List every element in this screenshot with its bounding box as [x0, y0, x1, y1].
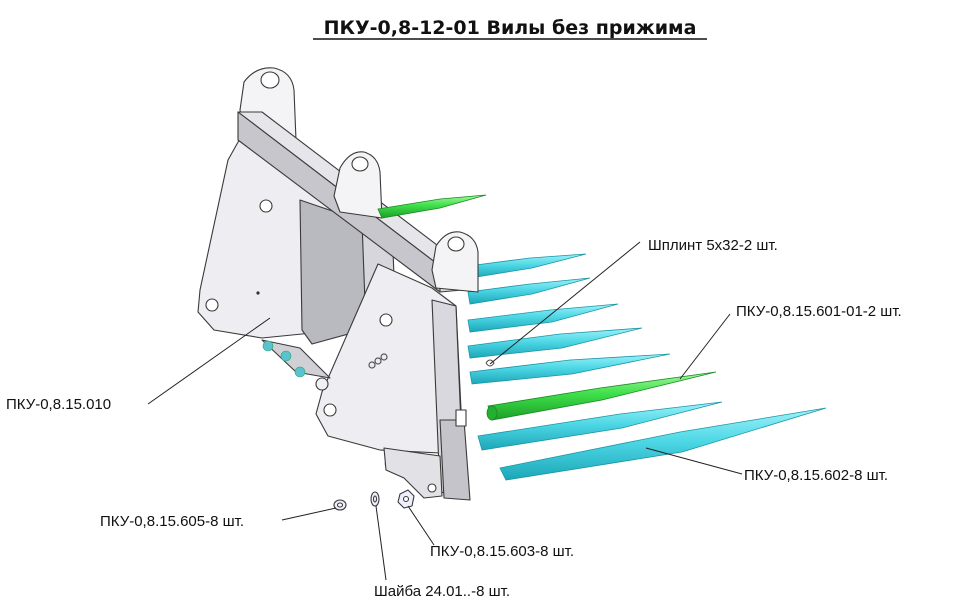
- label-washer: Шайба 24.01..-8 шт.: [374, 583, 510, 600]
- leader-frame: [147, 317, 271, 405]
- leader-washer: [375, 505, 387, 581]
- loose-washer: [370, 491, 380, 507]
- loose-bushing: [397, 489, 415, 509]
- leader-green-tine: [679, 313, 731, 380]
- green-tine-upper: [377, 194, 487, 219]
- leader-split-pin: [489, 241, 641, 365]
- label-frame: ПКУ-0,8.15.010: [6, 396, 111, 413]
- tine-6: [477, 401, 723, 451]
- label-bushing: ПКУ-0,8.15.603-8 шт.: [430, 543, 574, 560]
- label-cyan-tine: ПКУ-0,8.15.602-8 шт.: [744, 467, 888, 484]
- tine-3: [467, 303, 619, 333]
- leader-nut: [281, 507, 337, 521]
- label-green-tine: ПКУ-0,8.15.601-01-2 шт.: [736, 303, 902, 320]
- tine-7: [499, 407, 827, 481]
- loose-nut: [333, 499, 347, 511]
- tine-1: [467, 253, 587, 279]
- right-hook-ear: [431, 231, 479, 293]
- green-tine-lower: [486, 371, 717, 421]
- tine-2: [467, 277, 591, 305]
- diagram-title: ПКУ-0,8-12-01 Вилы без прижима: [324, 17, 697, 39]
- tine-4: [467, 327, 643, 359]
- leader-cyan-tine: [645, 447, 743, 475]
- leader-bushing: [407, 505, 435, 546]
- cyan-tines: [467, 253, 827, 481]
- right-side-plate: [315, 263, 471, 501]
- bolt-hardware: [261, 339, 443, 499]
- label-split-pin: Шплинт 5х32-2 шт.: [648, 237, 778, 254]
- chain-logo: [368, 353, 388, 369]
- label-nut: ПКУ-0,8.15.605-8 шт.: [100, 513, 244, 530]
- split-pin: [485, 359, 495, 367]
- tine-5: [469, 353, 671, 385]
- leader-lines: [147, 241, 743, 581]
- middle-hook-ear: [333, 151, 383, 219]
